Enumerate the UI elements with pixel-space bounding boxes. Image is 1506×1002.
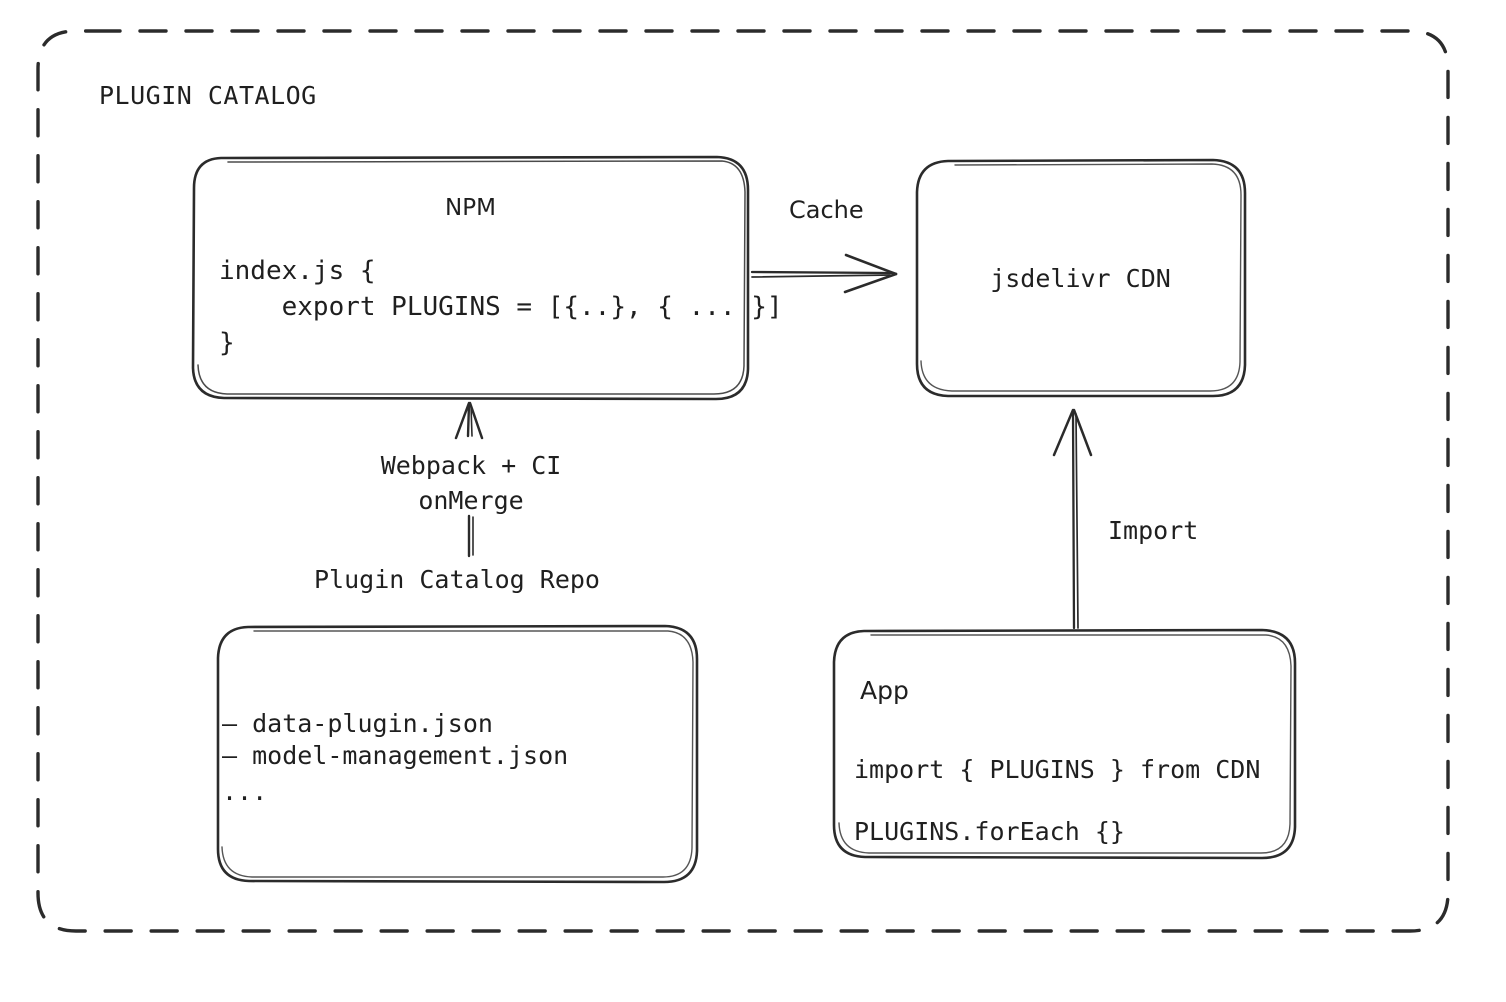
npm-code-line-2: export PLUGINS = [{..}, { ... }]: [219, 292, 783, 322]
arrow-npm-to-cdn-head-upper: [844, 253, 898, 276]
arrow-app-to-cdn-head-right: [1072, 408, 1093, 457]
arrow-app-to-cdn-shaft-2: [1075, 413, 1079, 629]
arrow-repo-to-npm-head-left: [454, 401, 471, 440]
repo-file-line-1: – data-plugin.json: [222, 709, 493, 738]
arrow-npm-to-cdn-shaft: [750, 270, 895, 275]
edge-label-webpack-ci-line-2: onMerge: [418, 486, 524, 515]
edge-label-import: Import: [1108, 516, 1199, 545]
arrow-repo-to-npm-shaft-upper: [466, 402, 471, 438]
arrow-repo-to-npm-head-right: [468, 401, 484, 440]
edge-label-webpack-ci-line-1: Webpack + CI: [380, 451, 562, 480]
npm-code-line-1: index.js {: [219, 256, 376, 286]
npm-code-line-3: }: [219, 328, 235, 358]
app-title: App: [860, 676, 909, 705]
arrow-repo-to-npm-shaft-upper-2: [470, 405, 473, 437]
arrow-npm-to-cdn-head-lower: [843, 272, 898, 294]
arrow-app-to-cdn-shaft: [1071, 410, 1076, 630]
repo-file-line-2: – model-management.json: [222, 741, 569, 770]
repo-caption: Plugin Catalog Repo: [314, 565, 600, 594]
edge-label-cache: Cache: [789, 196, 864, 224]
npm-title: NPM: [445, 195, 496, 221]
arrow-app-to-cdn-head-left: [1052, 408, 1075, 457]
container-title: PLUGIN CATALOG: [99, 81, 317, 110]
app-code-line-2: PLUGINS.forEach {}: [854, 817, 1125, 846]
app-code-line-1: import { PLUGINS } from CDN: [854, 755, 1261, 784]
repo-file-line-3: ...: [222, 777, 268, 806]
arrow-npm-to-cdn-shaft-2: [751, 274, 891, 278]
cdn-title: jsdelivr CDN: [990, 264, 1171, 293]
